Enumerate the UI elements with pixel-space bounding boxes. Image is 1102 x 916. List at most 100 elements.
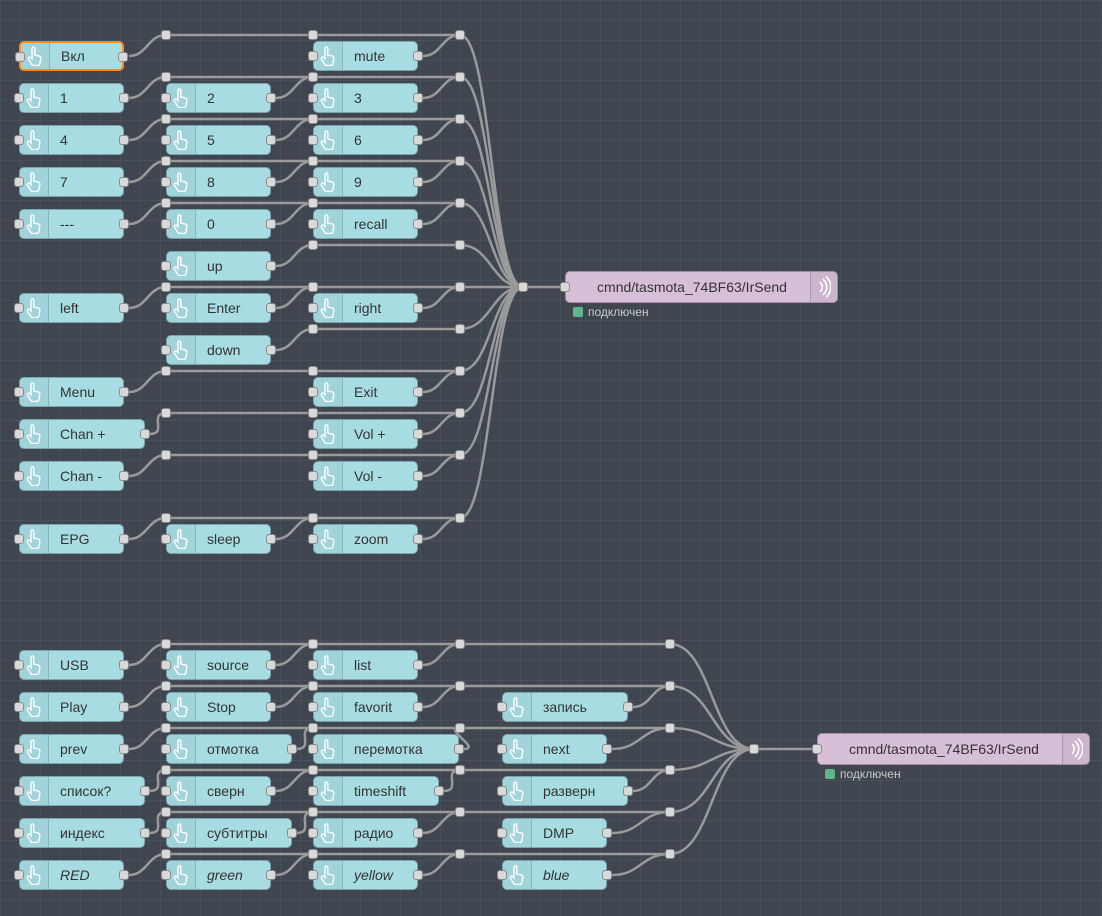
input-port[interactable] [14,660,24,670]
input-port[interactable] [14,135,24,145]
inject-node[interactable]: субтитры [161,818,297,848]
junction-node[interactable] [161,849,171,859]
input-port[interactable] [14,744,24,754]
output-port[interactable] [266,93,276,103]
output-port[interactable] [119,177,129,187]
input-port[interactable] [308,135,318,145]
junction-node[interactable] [308,366,318,376]
inject-node[interactable]: Вкл [15,41,128,71]
junction-node[interactable] [308,156,318,166]
input-port[interactable] [14,870,24,880]
input-port[interactable] [14,429,24,439]
input-port[interactable] [161,744,171,754]
output-port[interactable] [413,828,423,838]
junction-node[interactable] [161,408,171,418]
output-port[interactable] [266,261,276,271]
junction-node[interactable] [308,513,318,523]
junction-node[interactable] [161,30,171,40]
input-port[interactable] [161,870,171,880]
junction-node[interactable] [455,366,465,376]
junction-node[interactable] [161,807,171,817]
input-port[interactable] [308,744,318,754]
junction-node[interactable] [455,408,465,418]
output-port[interactable] [119,303,129,313]
output-port[interactable] [118,52,128,62]
output-port[interactable] [413,702,423,712]
output-port[interactable] [266,345,276,355]
input-port[interactable] [161,177,171,187]
input-port[interactable] [308,471,318,481]
output-port[interactable] [119,135,129,145]
input-port[interactable] [497,870,507,880]
output-port[interactable] [119,744,129,754]
junction-node[interactable] [308,114,318,124]
input-port[interactable] [161,219,171,229]
input-port[interactable] [308,660,318,670]
junction-node[interactable] [665,723,675,733]
junction-node[interactable] [665,681,675,691]
inject-node[interactable]: mute [308,41,423,71]
junction-node[interactable] [665,639,675,649]
input-port[interactable] [308,51,318,61]
junction-node[interactable] [308,30,318,40]
junction-node[interactable] [455,723,465,733]
inject-node[interactable]: индекс [14,818,150,848]
output-port[interactable] [413,471,423,481]
inject-node[interactable]: yellow [308,860,423,890]
junction-node[interactable] [308,198,318,208]
junction-node[interactable] [161,366,171,376]
junction-node[interactable] [308,72,318,82]
output-port[interactable] [413,135,423,145]
inject-node[interactable]: 6 [308,125,423,155]
output-port[interactable] [266,870,276,880]
inject-node[interactable]: 1 [14,83,129,113]
input-port[interactable] [161,345,171,355]
output-port[interactable] [140,786,150,796]
input-port[interactable] [14,387,24,397]
input-port[interactable] [161,702,171,712]
input-port[interactable] [308,303,318,313]
input-port[interactable] [14,702,24,712]
junction-node[interactable] [308,450,318,460]
inject-node[interactable]: радио [308,818,423,848]
inject-node[interactable]: 5 [161,125,276,155]
output-port[interactable] [119,93,129,103]
output-port[interactable] [266,702,276,712]
junction-node[interactable] [308,639,318,649]
inject-node[interactable]: up [161,251,276,281]
input-port[interactable] [812,744,822,754]
inject-node[interactable]: next [497,734,612,764]
inject-node[interactable]: 7 [14,167,129,197]
junction-node[interactable] [161,198,171,208]
junction-node[interactable] [308,723,318,733]
inject-node[interactable]: Chan - [14,461,129,491]
junction-node[interactable] [161,72,171,82]
output-port[interactable] [266,786,276,796]
output-port[interactable] [454,744,464,754]
output-port[interactable] [602,870,612,880]
inject-node[interactable]: sleep [161,524,276,554]
junction-node[interactable] [665,807,675,817]
input-port[interactable] [308,534,318,544]
inject-node[interactable]: сверн [161,776,276,806]
inject-node[interactable]: перемотка [308,734,464,764]
junction-node[interactable] [455,324,465,334]
junction-node[interactable] [455,198,465,208]
output-port[interactable] [140,429,150,439]
input-port[interactable] [14,93,24,103]
input-port[interactable] [161,660,171,670]
output-port[interactable] [287,828,297,838]
output-port[interactable] [413,534,423,544]
output-port[interactable] [413,387,423,397]
input-port[interactable] [308,429,318,439]
inject-node[interactable]: запись [497,692,633,722]
output-port[interactable] [119,471,129,481]
input-port[interactable] [14,177,24,187]
output-port[interactable] [266,534,276,544]
output-port[interactable] [434,786,444,796]
output-port[interactable] [413,93,423,103]
inject-node[interactable]: 8 [161,167,276,197]
inject-node[interactable]: RED [14,860,129,890]
input-port[interactable] [14,534,24,544]
input-port[interactable] [161,303,171,313]
